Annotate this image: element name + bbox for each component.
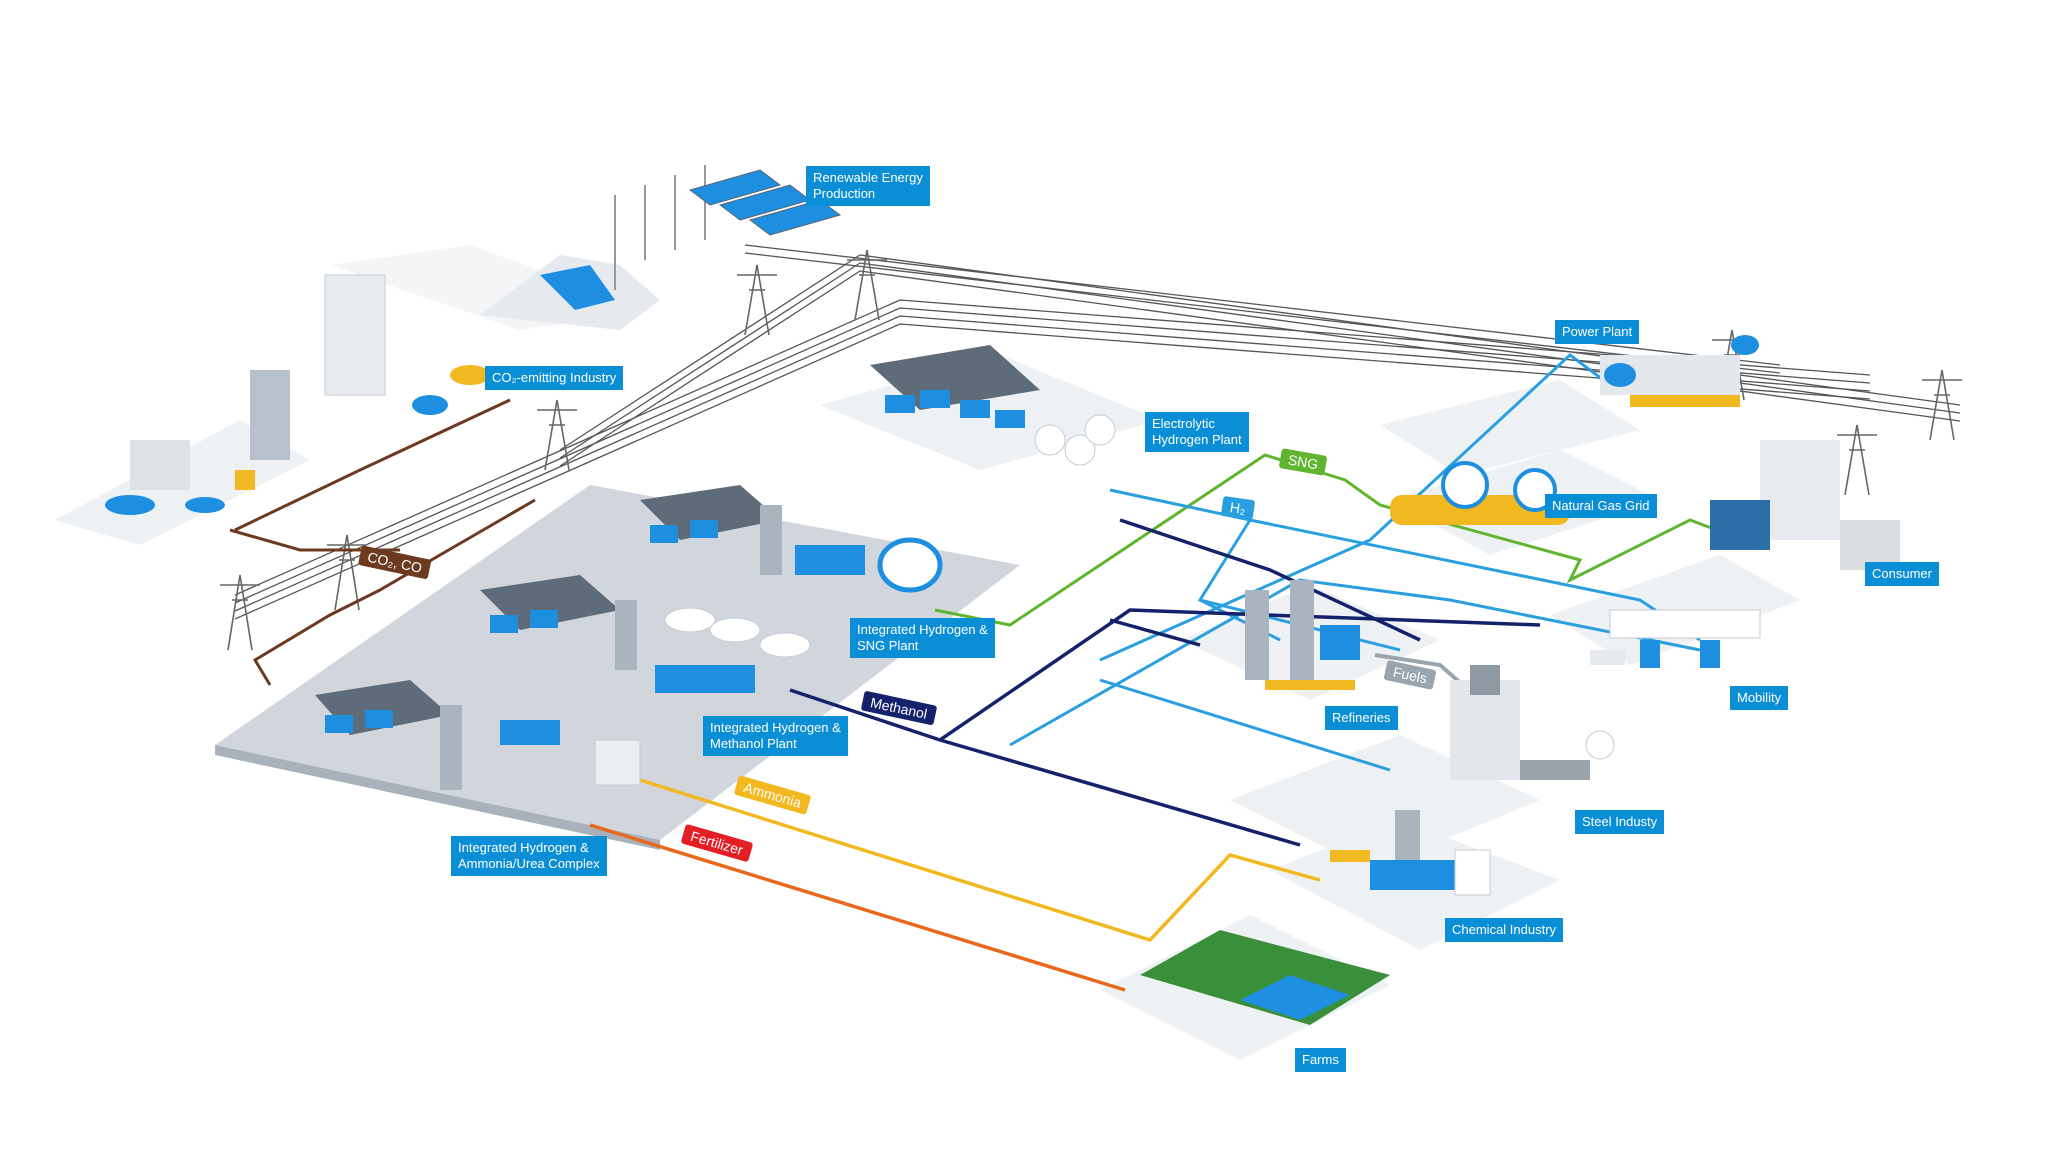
sng-line <box>934 453 1731 627</box>
label-integrated-ammonia: Integrated Hydrogen & Ammonia/Urea Compl… <box>451 836 607 876</box>
electrolytic-plant-building <box>870 345 1116 466</box>
ammonia-complex-building <box>315 680 641 790</box>
tag-h2: H₂ <box>1220 495 1255 521</box>
label-refineries: Refineries <box>1325 706 1398 730</box>
label-integrated-sng: Integrated Hydrogen & SNG Plant <box>850 618 995 658</box>
label-electrolytic-line1: Electrolytic <box>1152 416 1215 431</box>
label-co2-industry: CO₂-emitting Industry <box>485 366 624 390</box>
label-renewable-energy: Renewable Energy Production <box>806 166 930 206</box>
label-renewable-line1: Renewable Energy <box>813 170 923 185</box>
label-integrated-methanol: Integrated Hydrogen & Methanol Plant <box>703 716 848 756</box>
label-natural-gas-grid: Natural Gas Grid <box>1545 494 1657 518</box>
label-farms: Farms <box>1295 1048 1346 1072</box>
label-chemical-industry: Chemical Industry <box>1445 918 1564 942</box>
methanol-plant-building <box>480 575 811 693</box>
consumer-building <box>1710 440 1900 570</box>
pylons <box>220 249 1962 651</box>
label-sng-line2: SNG Plant <box>857 638 919 653</box>
gas-grid-facility <box>1390 461 1570 525</box>
steel-plant <box>1450 665 1615 780</box>
power-plant-building <box>1600 335 1759 407</box>
co2-industry-site <box>105 274 490 515</box>
label-electrolytic-line2: Hydrogen Plant <box>1152 432 1242 447</box>
label-consumer: Consumer <box>1865 562 1939 586</box>
methanol-line <box>789 518 1541 847</box>
power-lines <box>234 244 1961 620</box>
label-ammonia-line1: Integrated Hydrogen & <box>458 840 589 855</box>
label-steel-industry: Steel Industy <box>1575 810 1665 834</box>
label-mobility: Mobility <box>1730 686 1789 710</box>
label-electrolytic-plant: Electrolytic Hydrogen Plant <box>1145 412 1249 452</box>
renewable-site <box>480 165 842 330</box>
fertilizer-line <box>589 823 1126 992</box>
label-sng-line1: Integrated Hydrogen & <box>857 622 988 637</box>
mobility-vehicles <box>1590 609 1761 668</box>
sng-plant-building <box>640 485 943 593</box>
chemical-plant <box>1330 810 1491 896</box>
label-methanol-line2: Methanol Plant <box>710 736 797 751</box>
ammonia-line <box>639 778 1321 942</box>
farm-fields <box>1140 930 1390 1025</box>
label-power-plant: Power Plant <box>1555 320 1640 344</box>
label-methanol-line1: Integrated Hydrogen & <box>710 720 841 735</box>
label-renewable-line2: Production <box>813 186 876 201</box>
label-ammonia-line2: Ammonia/Urea Complex <box>458 856 600 871</box>
refinery-building <box>1245 580 1360 690</box>
